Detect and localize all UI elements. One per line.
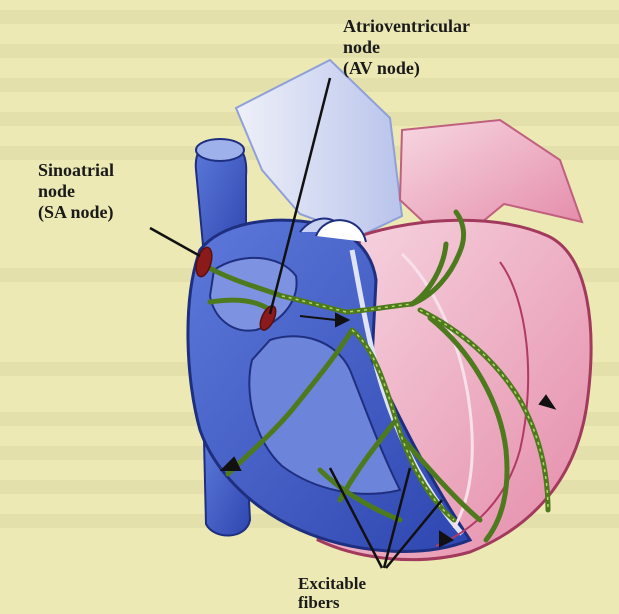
- sa-node-label: Sinoatrial node (SA node): [38, 160, 114, 223]
- pulmonary-veins: [400, 120, 582, 232]
- pulmonary-artery: [236, 60, 402, 236]
- av-node-label: Atrioventricular node (AV node): [343, 16, 470, 79]
- sa-node-leader: [150, 228, 200, 256]
- vena-cava-opening: [196, 139, 244, 161]
- excitable-fibers-label: Excitable fibers: [298, 574, 366, 612]
